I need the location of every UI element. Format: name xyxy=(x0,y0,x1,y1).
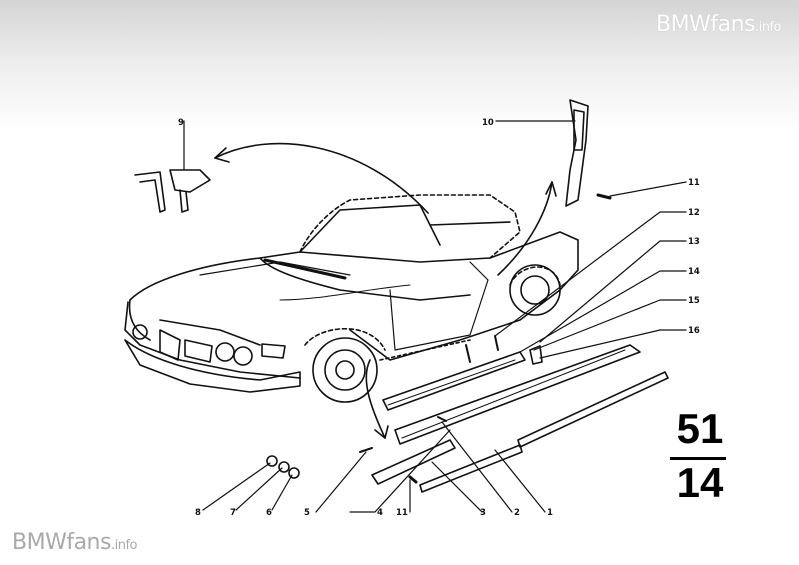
watermark-top: BMWfans.info xyxy=(656,12,781,37)
group-number-sub: 14 xyxy=(676,459,724,506)
part-10-illustration xyxy=(565,99,589,207)
callout-labels: 9 10 11 12 13 14 15 16 8 7 6 5 4 11 3 2 … xyxy=(178,118,700,518)
callout-14: 14 xyxy=(688,267,700,277)
nut-parts xyxy=(266,455,300,479)
callout-11-bottom: 11 xyxy=(396,508,408,518)
watermark-bottom: BMWfans.info xyxy=(12,530,137,555)
callout-7: 7 xyxy=(230,508,236,518)
watermark-brand: BMWfans xyxy=(12,530,111,555)
callout-9: 9 xyxy=(178,118,184,128)
callout-1: 1 xyxy=(547,508,553,518)
callout-12: 12 xyxy=(688,208,700,218)
group-number-main: 51 xyxy=(676,405,724,452)
watermark-suffix: .info xyxy=(754,20,782,35)
callout-13: 13 xyxy=(688,237,700,247)
callout-16: 16 xyxy=(688,326,700,336)
group-number-divider xyxy=(670,457,726,460)
callout-11-top: 11 xyxy=(688,178,700,188)
callout-6: 6 xyxy=(266,508,272,518)
callout-10: 10 xyxy=(482,118,494,128)
pointer-arrows xyxy=(214,142,557,439)
watermark-suffix: .info xyxy=(110,538,138,553)
part-9-illustration xyxy=(134,169,211,213)
callout-3: 3 xyxy=(480,508,486,518)
callout-2: 2 xyxy=(514,508,520,518)
header-gradient-band xyxy=(0,0,799,130)
car-illustration xyxy=(124,194,579,403)
watermark-brand: BMWfans xyxy=(656,12,755,37)
callout-15: 15 xyxy=(688,296,700,306)
leader-lines xyxy=(183,120,687,513)
rocker-trim-parts xyxy=(359,193,669,493)
callout-5: 5 xyxy=(304,508,310,518)
callout-4: 4 xyxy=(377,508,383,518)
callout-8: 8 xyxy=(195,508,201,518)
